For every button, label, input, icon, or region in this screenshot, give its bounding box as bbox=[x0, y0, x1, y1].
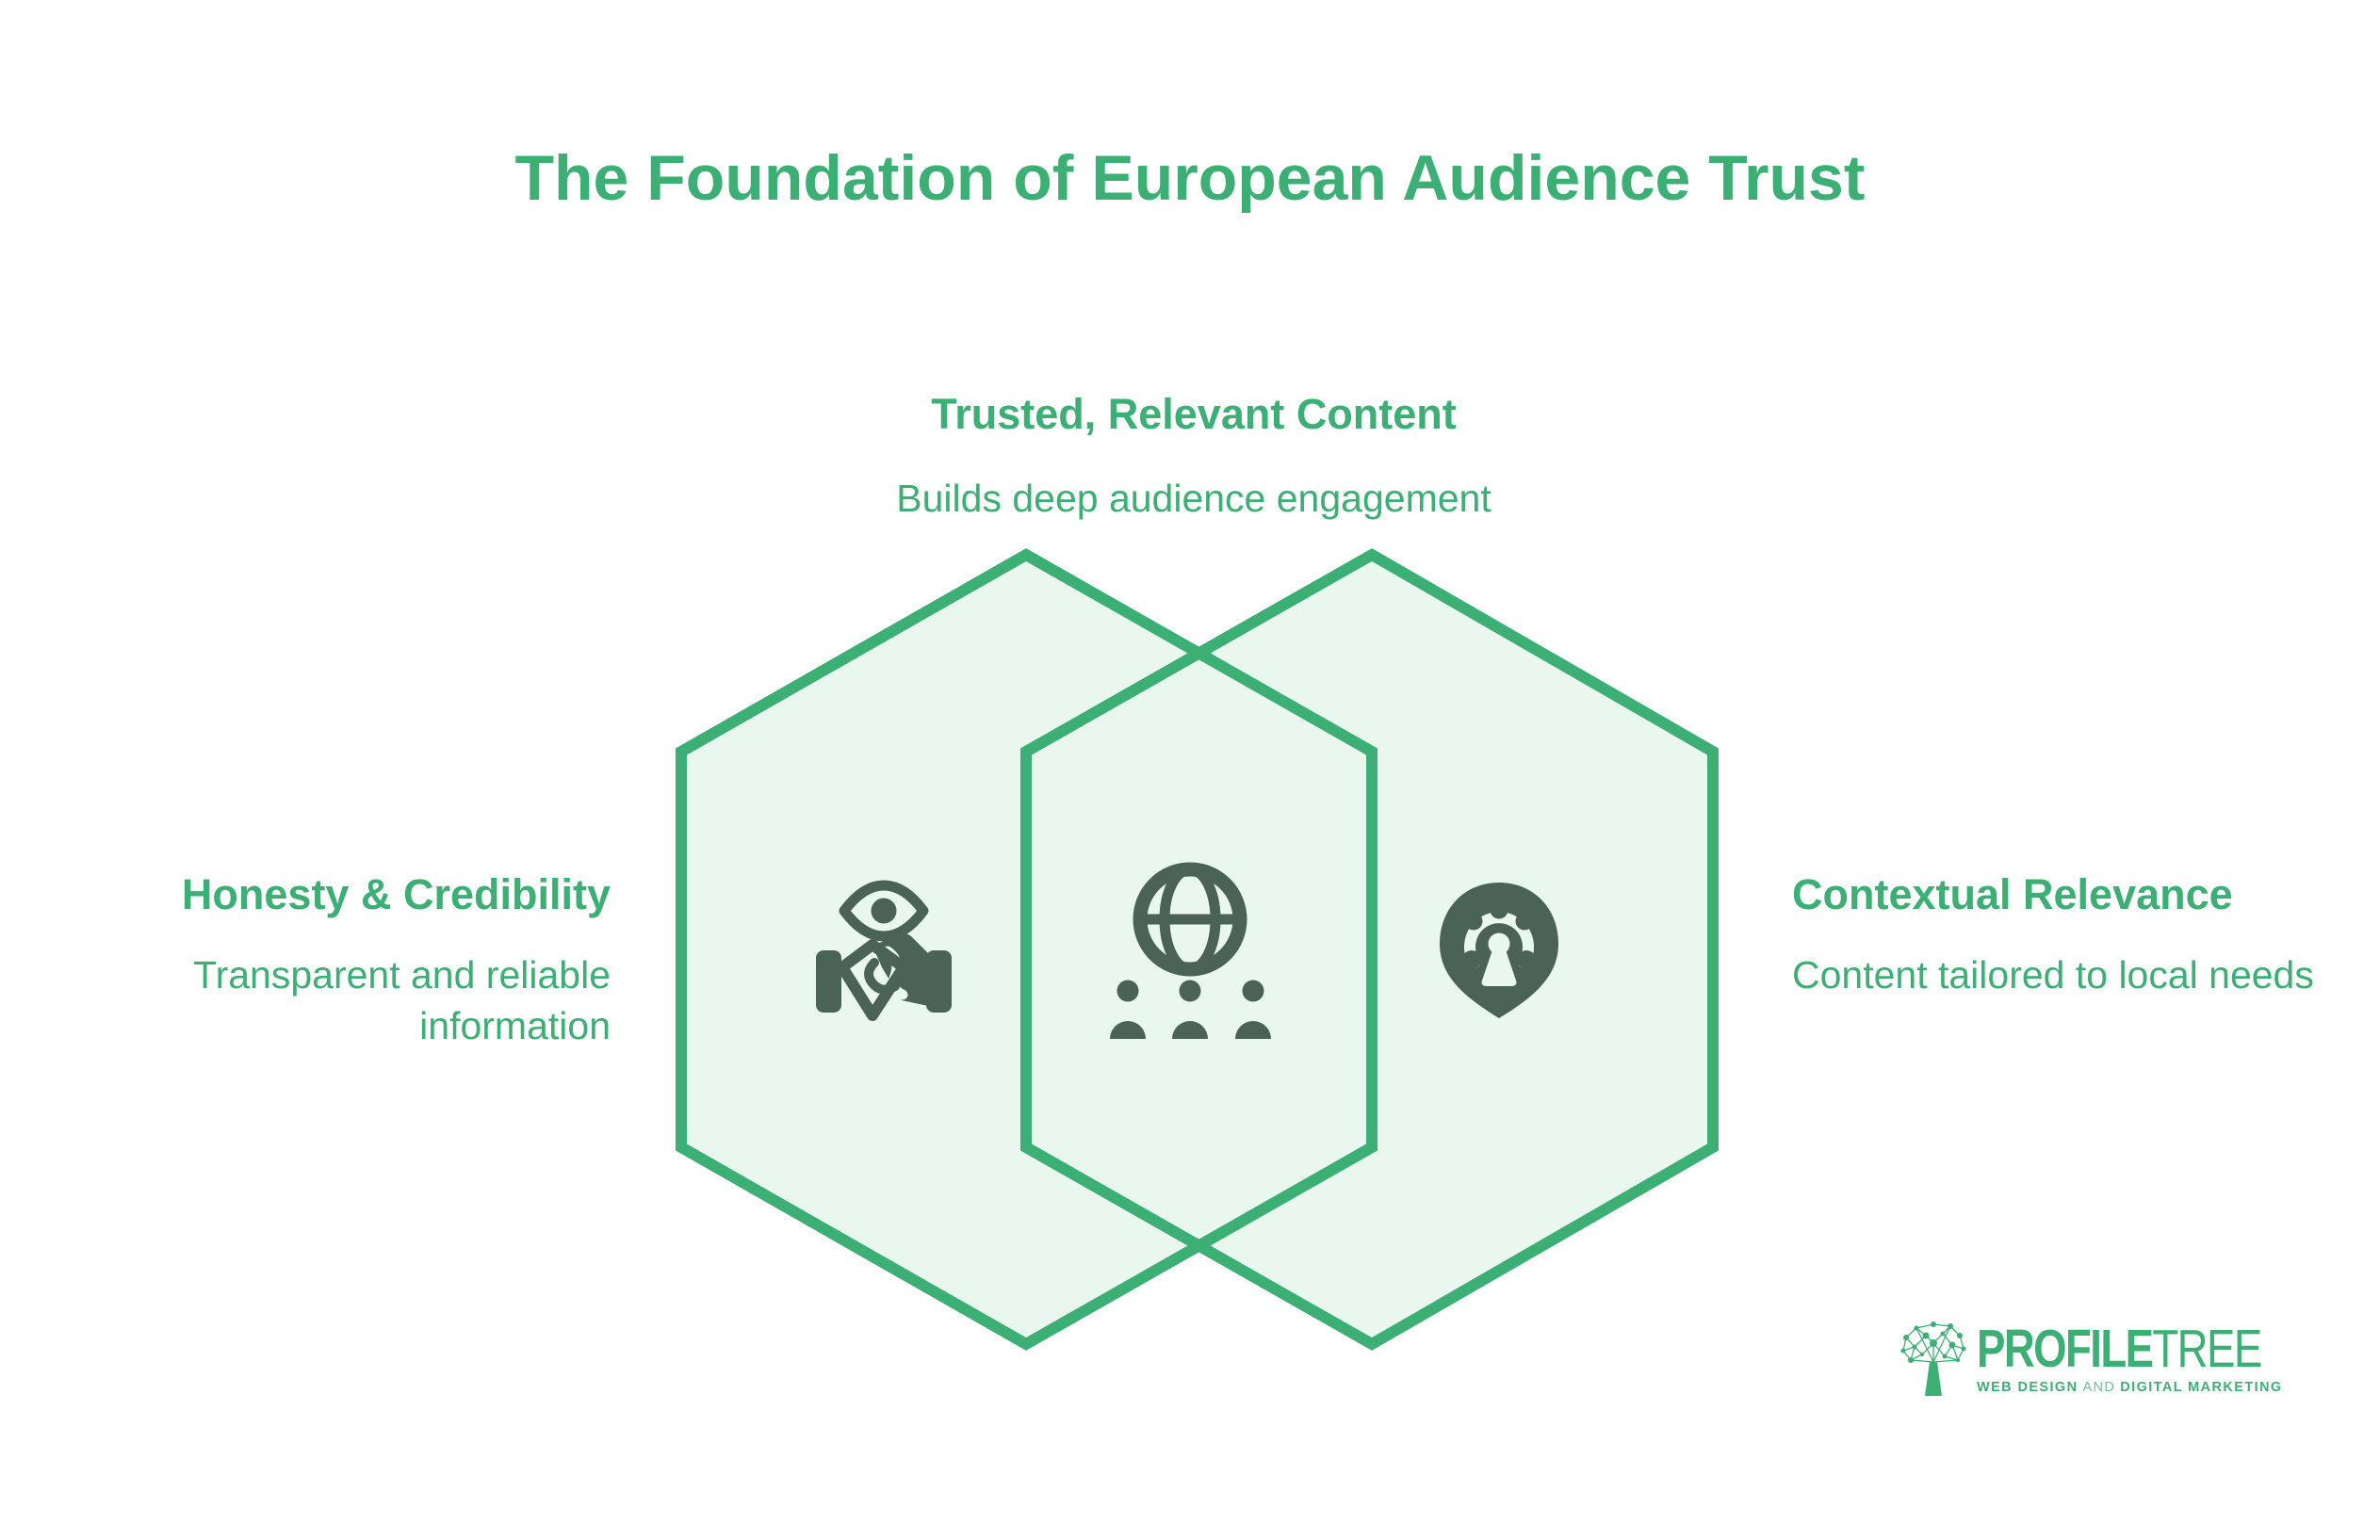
tree-nodes bbox=[1900, 1321, 1966, 1363]
page-title: The Foundation of European Audience Trus… bbox=[514, 142, 1866, 214]
right-label-subtext: Content tailored to local needs bbox=[1792, 953, 2314, 997]
globe-people-icon bbox=[1096, 859, 1289, 1052]
handshake-right-sleeve bbox=[926, 950, 952, 1013]
profiletree-tree-icon bbox=[1900, 1321, 1966, 1396]
top-label-block: Trusted, Relevant Content Builds deep au… bbox=[605, 388, 1783, 524]
eye-handshake-icon bbox=[808, 878, 959, 1033]
location-pin-network-icon bbox=[1435, 879, 1567, 1027]
tagline-and: AND bbox=[2082, 1380, 2116, 1395]
handshake-thumb bbox=[864, 958, 900, 995]
tagline-web-design: WEB DESIGN bbox=[1977, 1380, 2078, 1395]
profiletree-logo-text: PROFILETREE WEB DESIGN AND DIGITAL MARKETI… bbox=[1977, 1317, 2332, 1396]
left-label-block: Honesty & Credibility Transparent and re… bbox=[83, 868, 611, 1051]
pin-network-nodes bbox=[1462, 900, 1536, 969]
right-label-heading: Contextual Relevance bbox=[1792, 870, 2233, 918]
eye-pupil bbox=[871, 898, 897, 924]
profiletree-logo: PROFILETREE WEB DESIGN AND DIGITAL MARKETI… bbox=[1899, 1317, 2332, 1396]
brand-profile: PROFILE bbox=[1977, 1319, 2154, 1379]
brand-tree: TREE bbox=[2152, 1319, 2262, 1379]
audience-people bbox=[1110, 980, 1271, 1039]
profiletree-tagline: WEB DESIGN AND DIGITAL MARKETING bbox=[1977, 1380, 2332, 1395]
tree-trunk bbox=[1925, 1362, 1942, 1396]
tagline-digital-marketing: DIGITAL MARKETING bbox=[2120, 1380, 2283, 1395]
hexagon-left-outline bbox=[676, 548, 1377, 1351]
profiletree-brand: PROFILETREE bbox=[1977, 1319, 2262, 1379]
handshake-left-hand bbox=[837, 939, 909, 1021]
tree-branches bbox=[1902, 1323, 1964, 1363]
handshake-left-sleeve bbox=[816, 950, 841, 1013]
right-label-block: Contextual Relevance Content tailored to… bbox=[1792, 868, 2334, 1000]
top-label-subtext: Builds deep audience engagement bbox=[896, 477, 1492, 521]
left-label-subtext: Transparent and reliable information bbox=[193, 953, 611, 1048]
pin-person-body bbox=[1481, 948, 1517, 986]
left-label-heading: Honesty & Credibility bbox=[181, 870, 611, 918]
top-label-heading: Trusted, Relevant Content bbox=[931, 390, 1457, 438]
eye-outline bbox=[839, 880, 929, 942]
hexagon-right-outline bbox=[1020, 548, 1719, 1351]
